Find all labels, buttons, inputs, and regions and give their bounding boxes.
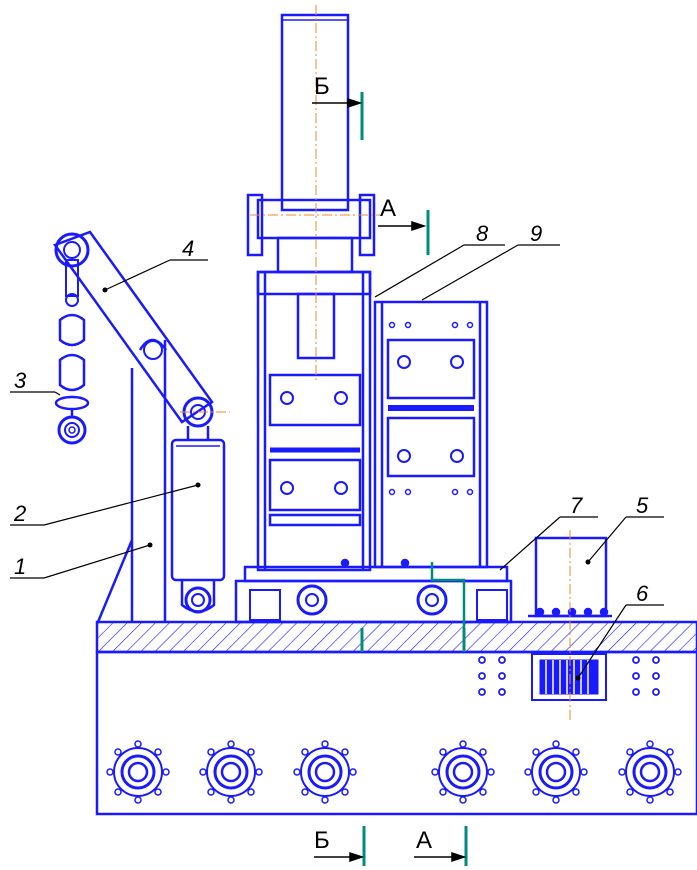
callout-7: 7 [570,493,583,518]
leader-dots [102,287,591,681]
callout-1: 1 [14,554,26,579]
section-label-b-bottom: Б [314,827,330,854]
drive-gear-unit [531,653,607,701]
base-wheel-set [106,740,682,804]
section-label-b-top: Б [314,73,330,100]
base-body [95,650,697,816]
callout-8: 8 [476,221,489,246]
wheel [293,740,357,804]
section-label-a-bottom: А [416,827,432,854]
callout-3: 3 [14,368,27,393]
section-marks [360,92,468,866]
crane-arm [53,230,214,424]
callout-6: 6 [636,581,649,606]
callout-9: 9 [530,221,542,246]
hatched-floor-strip [95,620,697,654]
centre-lines [180,5,571,720]
callout-2: 2 [13,501,26,526]
press-frame [246,13,376,572]
base-bolt-groups [478,656,660,696]
section-label-a-top: А [380,195,396,222]
callout-5: 5 [636,493,649,518]
hook-assembly [54,259,90,445]
carriage [234,558,513,624]
control-panel [373,300,489,569]
wheel [431,740,495,804]
wheel [618,740,682,804]
callout-4: 4 [182,236,194,261]
wheel [199,740,263,804]
section-arrows [312,97,467,863]
support-column [96,340,167,623]
wheel [106,740,170,804]
leader-lines [10,244,664,679]
hydraulic-cylinder [170,396,226,614]
base-frame [95,620,697,816]
wheel [524,740,588,804]
